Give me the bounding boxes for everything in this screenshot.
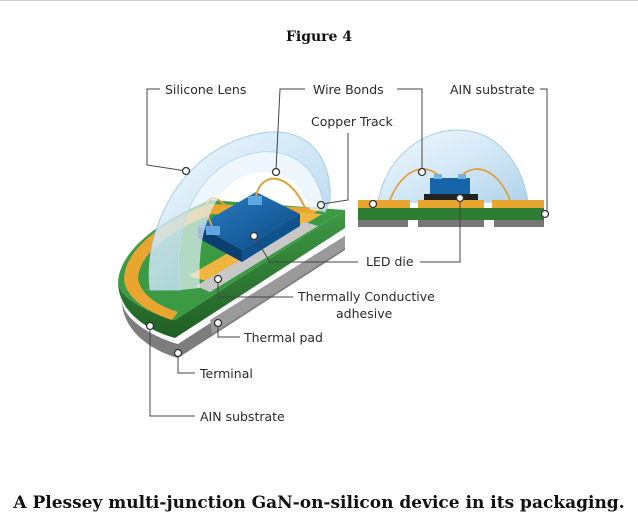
dot-thermal-adhesive — [213, 274, 223, 284]
dot-ain-substrate-top — [540, 209, 550, 219]
dot-wire-bonds-left — [271, 167, 281, 177]
small-die — [430, 178, 470, 194]
small-die-base — [424, 194, 478, 200]
silicone-lens-inner — [178, 151, 325, 290]
label-ain-substrate-top: AIN substrate — [450, 82, 535, 97]
label-silicone-lens: Silicone Lens — [165, 82, 246, 97]
thermal-adhesive — [196, 222, 318, 292]
label-terminal: Terminal — [199, 366, 253, 381]
label-thermal-pad: Thermal pad — [243, 330, 323, 345]
label-thermal-adhesive-1: Thermally Conductive — [297, 289, 435, 304]
small-lens-dome — [377, 129, 529, 203]
dot-terminal — [173, 348, 183, 358]
small-wire-2 — [461, 168, 511, 201]
dot-wire-bonds-right — [417, 167, 427, 177]
copper-track-left — [358, 200, 410, 208]
copper-track-right — [492, 200, 544, 208]
small-die-pad-1 — [434, 174, 442, 179]
bond-pad-2 — [248, 196, 262, 205]
dot-copper-track — [316, 200, 326, 210]
dot-ain-substrate-bottom — [145, 321, 155, 331]
small-substrate — [358, 208, 544, 220]
label-thermal-adhesive-2: adhesive — [336, 306, 393, 321]
label-copper-track: Copper Track — [311, 114, 394, 129]
figure-title: Figure 4 — [285, 29, 353, 45]
dot-thermal-pad — [213, 318, 223, 328]
leader-lines — [146, 88, 548, 417]
top-divider — [0, 0, 638, 1]
bond-pad-1 — [206, 226, 220, 235]
cutaway-package — [118, 131, 345, 358]
label-ain-substrate-bottom: AIN substrate — [200, 409, 285, 424]
led-die-front — [242, 214, 300, 262]
label-wire-bonds: Wire Bonds — [313, 82, 384, 97]
small-pad-mid — [418, 220, 484, 227]
small-pad-left — [358, 220, 408, 227]
label-led-die: LED die — [366, 254, 414, 269]
dot-led-die — [249, 231, 259, 241]
cross-section — [358, 129, 544, 227]
leader-dots — [145, 166, 550, 358]
copper-track-mid — [418, 200, 484, 208]
dot-led-die-right — [455, 193, 465, 203]
wire-bond-2 — [255, 177, 307, 211]
dot-silicone-lens — [181, 166, 191, 176]
thermal-pad-layer — [210, 236, 345, 334]
small-pad-right — [494, 220, 544, 227]
figure-caption: A Plessey multi-junction GaN-on-silicon … — [13, 493, 625, 513]
dot-copper-track-right — [368, 199, 378, 209]
small-die-pad-2 — [458, 174, 466, 179]
led-die-block — [198, 192, 300, 250]
small-wire-1 — [389, 168, 439, 201]
